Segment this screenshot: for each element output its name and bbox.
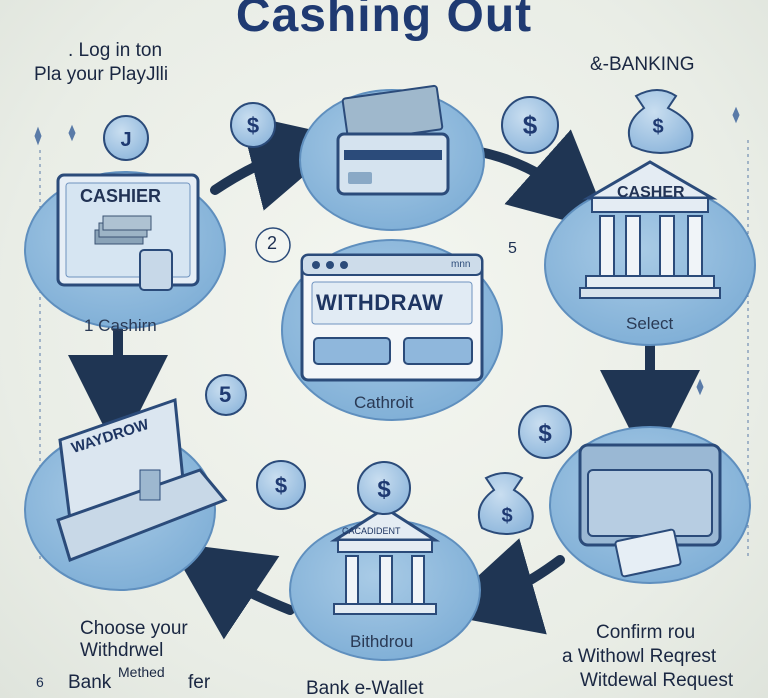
wallet-node xyxy=(299,84,485,231)
step-number-5-side: 5 xyxy=(508,240,517,257)
step-number-2: 2 xyxy=(267,233,278,253)
bank-select-caption: Select xyxy=(626,314,674,333)
withdraw-screen-node xyxy=(281,239,503,421)
step-1-caption-line2: Pla your PlayJlli xyxy=(34,64,169,85)
footer-bank-tail: fer xyxy=(188,672,211,693)
dollar-coin-icon: $ xyxy=(230,102,276,148)
dollar-coin-icon: $ xyxy=(256,460,306,510)
confirm-caption-line1: Confirm rou xyxy=(596,622,696,643)
step-circle-icon xyxy=(255,227,291,263)
cash-stack-icon xyxy=(94,215,152,245)
withdraw-node-caption: Cathroit xyxy=(354,393,414,412)
arrow-icon xyxy=(465,129,613,234)
dollar-coin-icon: $ xyxy=(501,96,559,154)
cashier-node-caption: 1 Cashirn xyxy=(84,316,157,335)
choose-method-line3: Methed xyxy=(118,664,165,680)
choose-method-line1: Choose your xyxy=(80,618,188,639)
dollar-coin-icon: $ xyxy=(518,405,572,459)
page-title: Cashing Out xyxy=(235,0,533,42)
svg-text:$: $ xyxy=(523,110,538,140)
svg-text:$: $ xyxy=(501,505,512,527)
step-badge-icon xyxy=(205,374,247,416)
svg-text:$: $ xyxy=(538,420,552,447)
e-banking-caption: &-BANKING xyxy=(590,54,695,75)
money-bag-icon: $ xyxy=(628,89,694,154)
arrow-icon xyxy=(436,538,565,635)
step-1-caption-line1: . Log in ton xyxy=(68,40,163,61)
screen-tag: mnn xyxy=(451,259,471,270)
confirm-caption-line2: a Withowl Reqrest xyxy=(562,646,717,667)
step-number-5-badge: 5 xyxy=(219,382,232,407)
footer-marker: 6 xyxy=(36,674,44,690)
bottom-center-footer: Bank e-Wallet xyxy=(306,678,424,698)
cashier-node xyxy=(24,171,226,329)
arrow-icon xyxy=(210,113,349,211)
confirm-caption-line3: Witdewal Request xyxy=(580,670,734,691)
money-bag-icon: $ xyxy=(478,472,534,535)
withdraw-button: WITHDRAW xyxy=(316,290,444,315)
svg-text:J: J xyxy=(120,129,131,151)
receipt-icon xyxy=(139,249,173,291)
arrow-icon xyxy=(168,542,295,640)
choose-method-line2: Withdrwel xyxy=(80,640,164,661)
bank-icon xyxy=(329,506,441,615)
withdraw-desk-node xyxy=(24,397,228,591)
bank-bottom-building-label: CACADIDENT xyxy=(342,526,401,536)
dollar-coin-icon: J xyxy=(103,115,149,161)
bank-icon xyxy=(579,160,721,299)
bank-select-building-label: CASHER xyxy=(617,184,685,201)
credit-card-icon xyxy=(336,132,450,196)
confirm-node xyxy=(549,426,751,584)
svg-text:$: $ xyxy=(275,473,287,498)
bank-bottom-node xyxy=(289,506,481,661)
svg-text:$: $ xyxy=(247,113,259,138)
coins: $ J $ $ $ $ $ $ xyxy=(103,89,694,535)
footer-bank-text: Bank xyxy=(68,672,112,693)
bank-select-node xyxy=(544,160,756,346)
svg-text:$: $ xyxy=(652,116,663,138)
cashier-screen-label: CASHIER xyxy=(80,186,162,206)
dollar-coin-icon: $ xyxy=(357,461,411,515)
svg-text:$: $ xyxy=(377,476,391,503)
bank-bottom-caption: Bithdrou xyxy=(350,632,414,651)
